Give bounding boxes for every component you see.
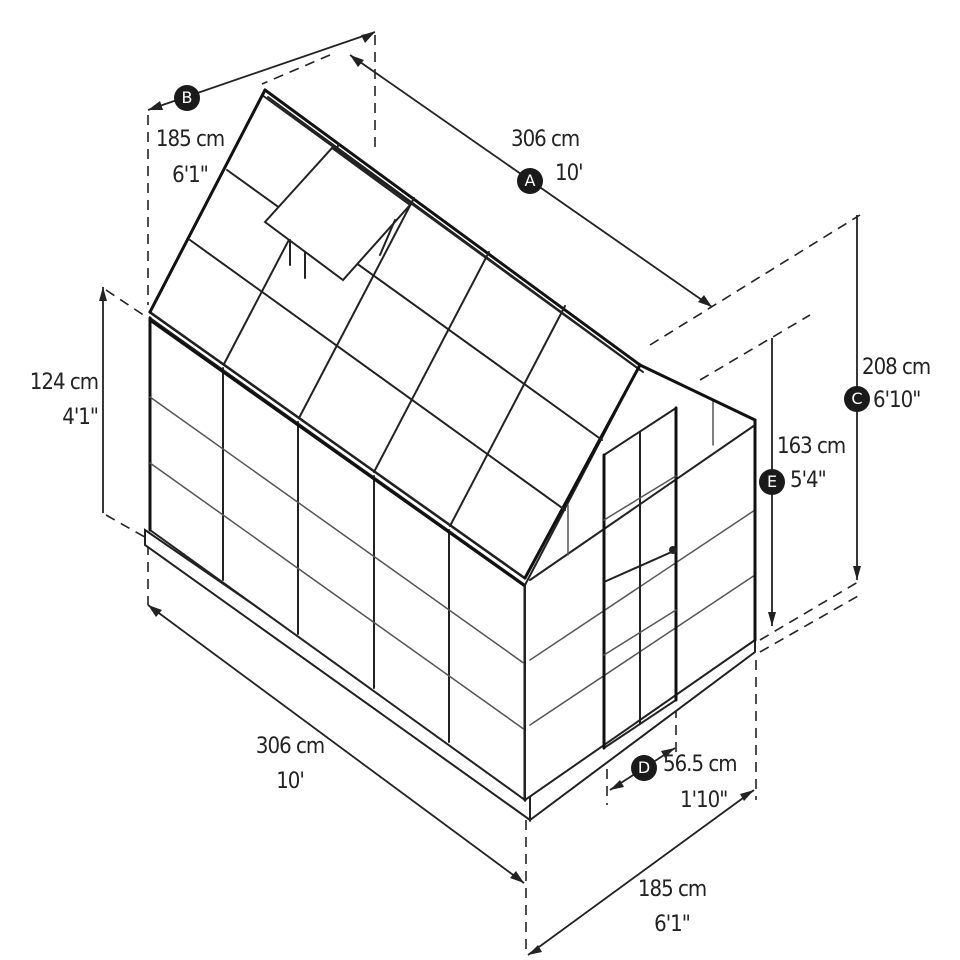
badge-e: E — [759, 469, 785, 495]
badge-b: B — [174, 85, 200, 111]
base-width-metric: 185 cm — [637, 877, 707, 902]
dim-a-metric: 306 cm — [511, 127, 580, 152]
dim-a-imperial: 10' — [555, 161, 584, 186]
dim-c-imperial: 6'10" — [873, 388, 921, 413]
base-width-imperial: 6'1" — [654, 912, 691, 937]
dim-b-metric: 185 cm — [155, 127, 225, 152]
base-length-imperial: 10' — [276, 769, 305, 794]
dim-b-imperial: 6'1" — [172, 163, 209, 188]
dim-d-metric: 56.5 cm — [663, 752, 738, 777]
wall-height-imperial: 4'1" — [62, 405, 99, 430]
badge-d: D — [631, 755, 657, 781]
badge-a: A — [517, 168, 543, 194]
dim-e-imperial: 5'4" — [790, 468, 827, 493]
base-length-metric: 306 cm — [255, 734, 325, 759]
wall-height-metric: 124 cm — [29, 370, 99, 395]
dim-c-metric: 208 cm — [862, 355, 931, 380]
dim-d-imperial: 1'10" — [680, 788, 728, 813]
dim-e-metric: 163 cm — [777, 434, 846, 459]
badge-c: C — [844, 386, 870, 412]
greenhouse-structure — [144, 88, 757, 822]
